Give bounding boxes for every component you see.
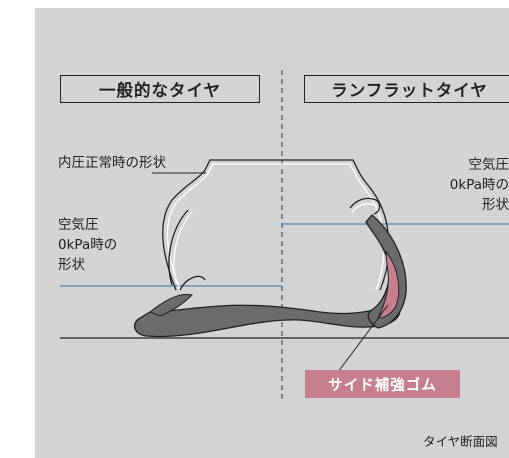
- side-reinforcement-label: サイド補強ゴム: [305, 370, 460, 398]
- runflat-bead: [349, 197, 381, 215]
- zero-pressure-label-left: 空気圧 0kPa時の 形状: [58, 215, 117, 275]
- normal-pressure-label: 内圧正常時の形状: [58, 155, 166, 171]
- left-tire-bead: [149, 293, 193, 317]
- zero-pressure-line-1: 空気圧: [58, 217, 99, 233]
- zero-pressure-line-3: 形状: [482, 197, 509, 213]
- left-tire-tread: [134, 299, 401, 338]
- normal-tire-outline: [162, 159, 390, 291]
- zero-pressure-line-1: 空気圧: [468, 157, 509, 173]
- zero-pressure-label-right: 空気圧 0kPa時の 形状: [400, 155, 509, 215]
- zero-pressure-line-3: 形状: [58, 257, 85, 273]
- reinforcement-leader: [337, 304, 389, 373]
- zero-pressure-line-2: 0kPa時の: [58, 237, 118, 253]
- diagram-caption: タイヤ断面図: [423, 434, 498, 449]
- standard-tire-sidewall: [168, 209, 206, 291]
- zero-pressure-line-2: 0kPa時の: [449, 177, 509, 193]
- standard-tire-header: 一般的なタイヤ: [60, 75, 260, 103]
- runflat-tire-header: ランフラットタイヤ: [304, 75, 509, 103]
